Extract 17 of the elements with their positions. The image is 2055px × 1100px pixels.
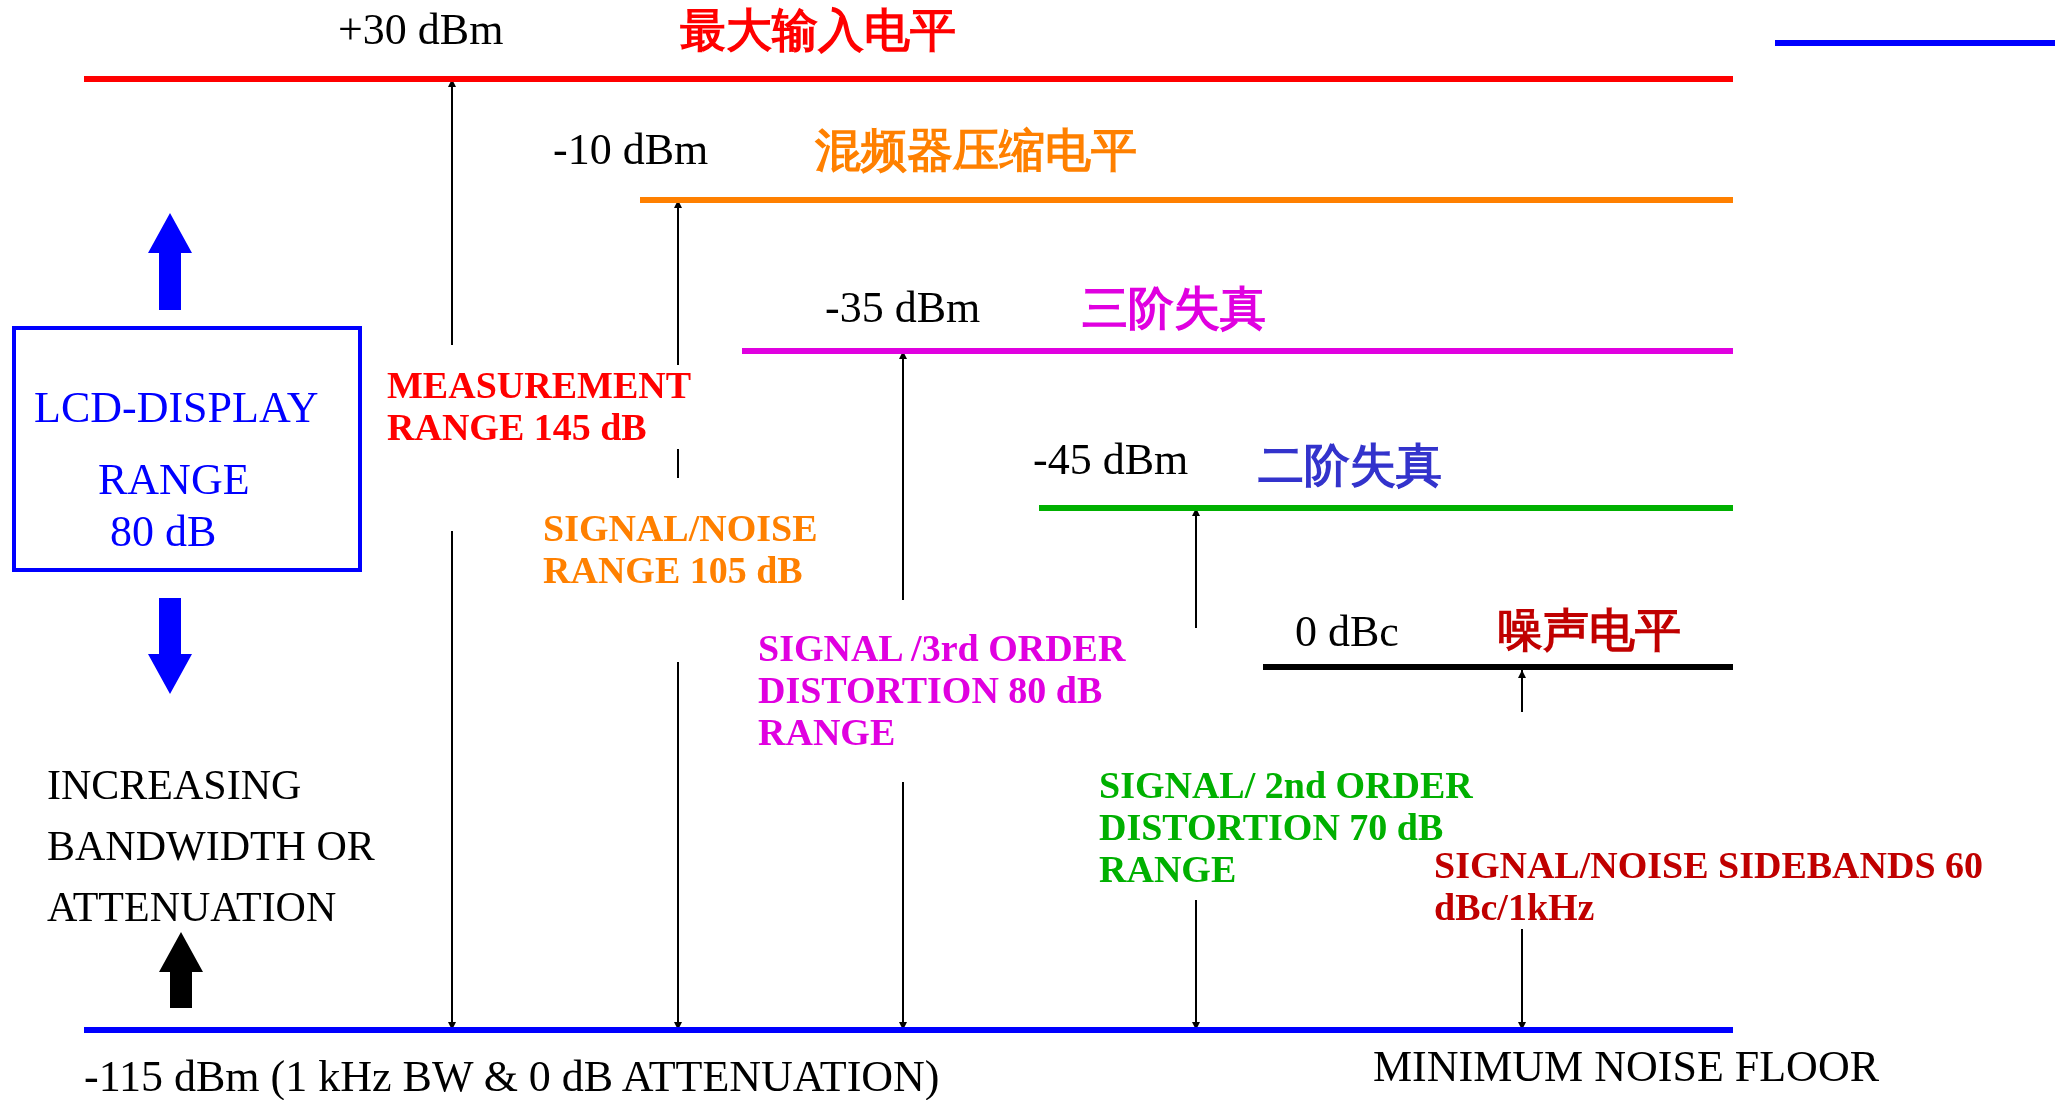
- level-name: 噪声电平: [1497, 608, 1681, 654]
- level-name: 二阶失真: [1258, 443, 1442, 489]
- level-value: 0 dBc: [1295, 610, 1399, 654]
- box-text: RANGE: [98, 458, 250, 502]
- box-text: LCD-DISPLAY: [34, 386, 319, 430]
- level-name: 最大输入电平: [680, 8, 956, 54]
- level-value: +30 dBm: [338, 8, 504, 52]
- level-value: -35 dBm: [825, 286, 981, 330]
- display-range-box: [12, 326, 362, 572]
- level-name: MINIMUM NOISE FLOOR: [1373, 1045, 1880, 1089]
- note-text: INCREASING BANDWIDTH OR ATTENUATION: [47, 761, 376, 932]
- level-value: -115 dBm (1 kHz BW & 0 dB ATTENUATION): [84, 1055, 940, 1099]
- level-name: 混频器压缩电平: [815, 128, 1137, 174]
- level-value: -10 dBm: [553, 128, 709, 172]
- level-value: -45 dBm: [1033, 438, 1189, 482]
- box-text: 80 dB: [110, 510, 217, 554]
- level-name: 三阶失真: [1082, 286, 1266, 332]
